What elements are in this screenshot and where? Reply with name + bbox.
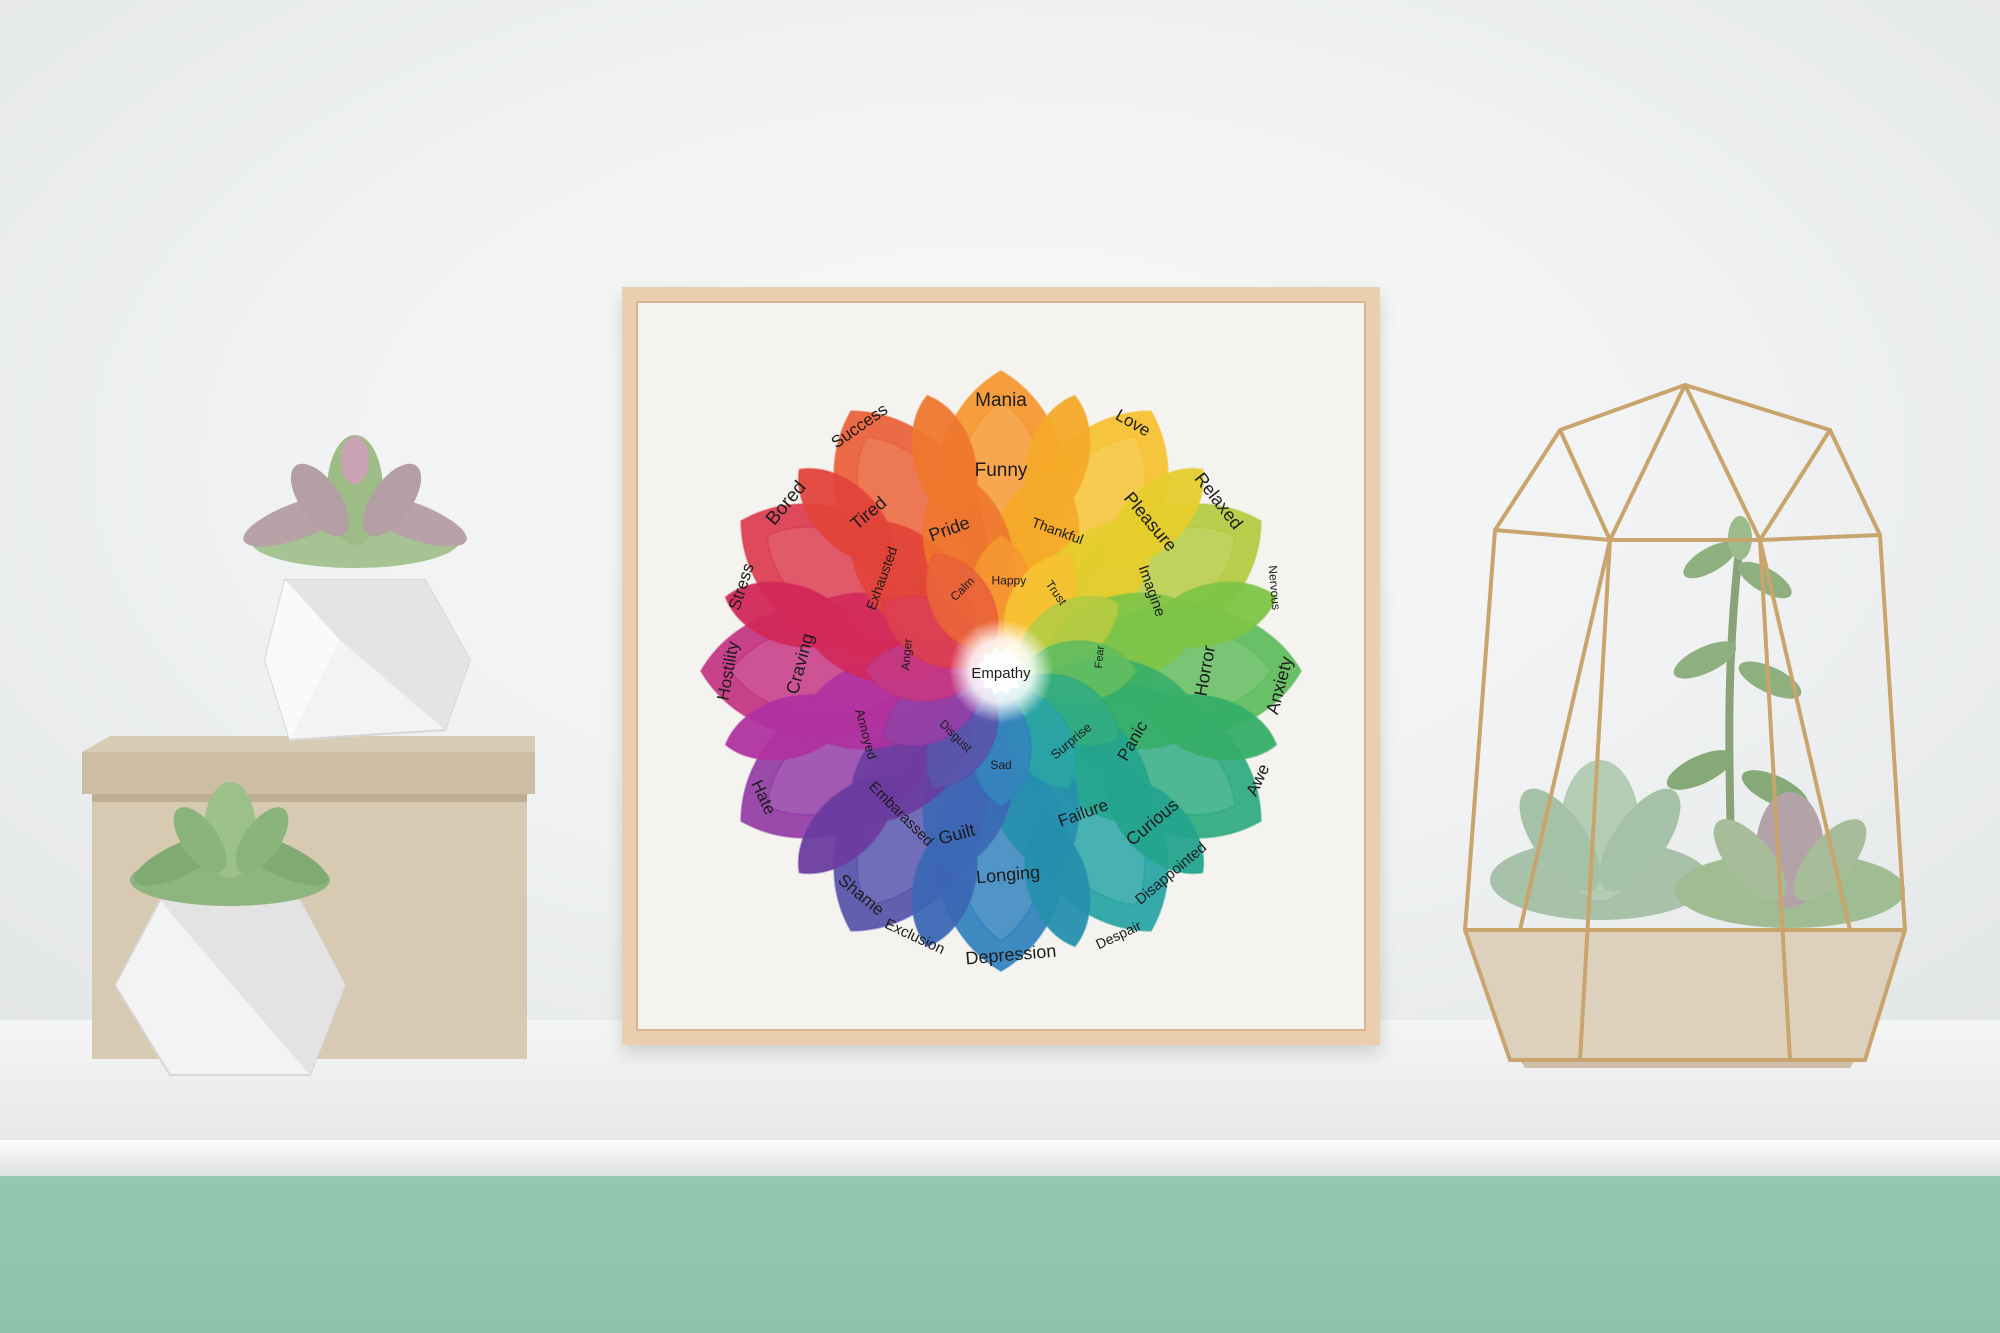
center-glow	[949, 619, 1053, 723]
upper-succulent-pot	[263, 579, 472, 742]
label-sad: Sad	[990, 758, 1011, 772]
center-label: Empathy	[971, 665, 1031, 682]
terrarium-plants	[1490, 516, 1905, 928]
label-happy: Happy	[992, 574, 1027, 588]
label-mania: Mania	[975, 390, 1027, 411]
label-fear: Fear	[1093, 645, 1107, 669]
terrarium-planter	[1462, 928, 1908, 1068]
label-funny: Funny	[975, 460, 1028, 481]
mint-wall-strip	[0, 1176, 2000, 1333]
upper-succulent-plant	[243, 435, 467, 568]
lower-succulent-plant	[130, 782, 330, 906]
label-nervous: Nervous	[1265, 565, 1283, 611]
lower-succulent-pot	[113, 899, 347, 1076]
brass-geometric-frame	[1462, 382, 1908, 1062]
shelf-edge	[0, 1140, 2000, 1176]
label-anger: Anger	[898, 638, 915, 671]
